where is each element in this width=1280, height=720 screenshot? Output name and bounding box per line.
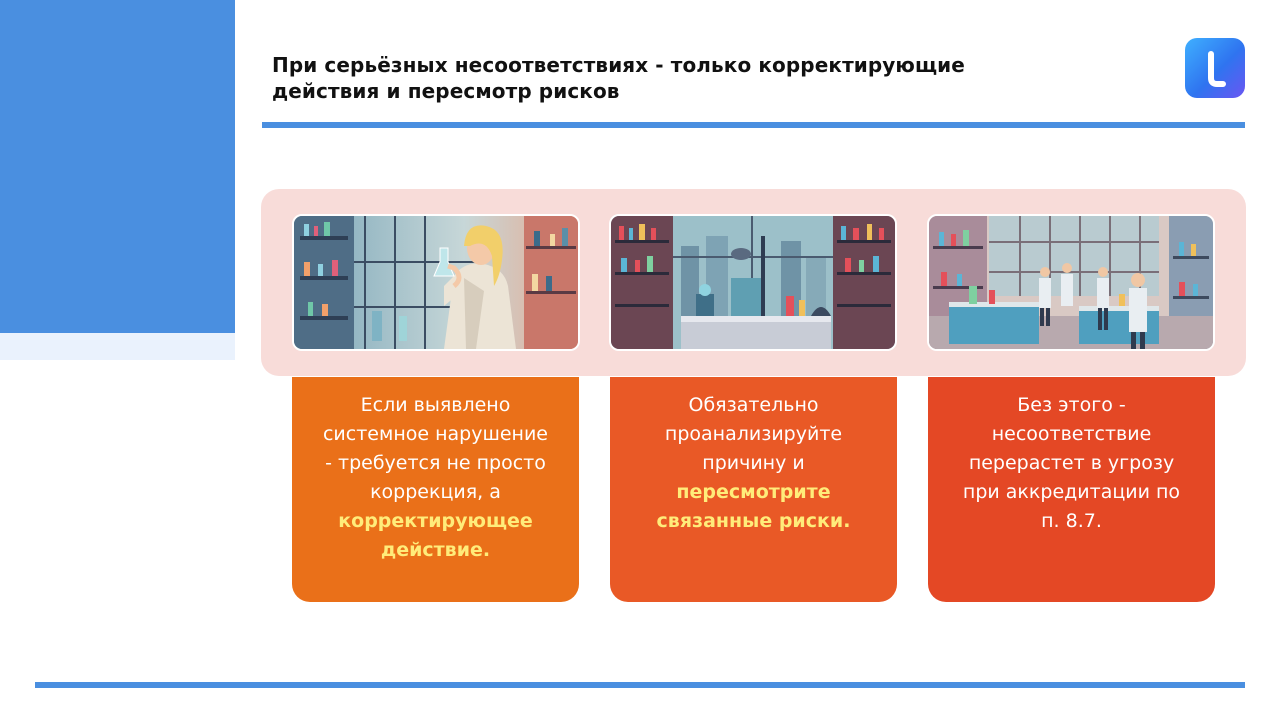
card-2-line-3: причину и [702,452,805,474]
card-analyze-cause: Обязательно проанализируйте причину и пе… [610,377,897,602]
card-3-line-4: при аккредитации по [962,481,1181,503]
card-1-line-4: коррекция, а [370,481,501,503]
card-3-line-3: перерастет в угрозу [968,452,1175,474]
laboratory-team-illustration [927,214,1215,351]
laboratory-equipment-illustration [609,214,897,351]
card-3-line-5: п. 8.7. [1041,510,1102,532]
title-divider [262,122,1245,128]
footer-divider [35,682,1245,688]
card-1-highlight-1: корректирующее [338,510,533,532]
side-accent-strip [0,333,235,360]
card-2-line-1: Обязательно [688,394,819,416]
slide-title-line-1: При серьёзных несоответствиях - только к… [272,53,965,77]
card-1-line-3: - требуется не просто [325,452,546,474]
card-1-line-2: системное нарушение [322,423,548,445]
card-1-highlight-2: действие. [380,539,491,561]
card-2-line-2: проанализируйте [664,423,843,445]
side-accent-block [0,0,235,333]
slide-title-line-2: действия и пересмотр рисков [272,79,620,103]
app-logo-icon [1185,38,1245,98]
card-3-line-2: несоответствие [991,423,1152,445]
scientist-with-flask-illustration [292,214,580,351]
card-systemic-violation: Если выявлено системное нарушение - треб… [292,377,579,602]
card-2-highlight-2: связанные риски. [656,510,851,532]
slide-title: При серьёзных несоответствиях - только к… [272,52,1072,104]
card-1-line-1: Если выявлено [360,394,511,416]
card-3-line-1: Без этого - [1017,394,1126,416]
card-2-highlight-1: пересмотрите [676,481,831,503]
card-accreditation-threat: Без этого - несоответствие перерастет в … [928,377,1215,602]
